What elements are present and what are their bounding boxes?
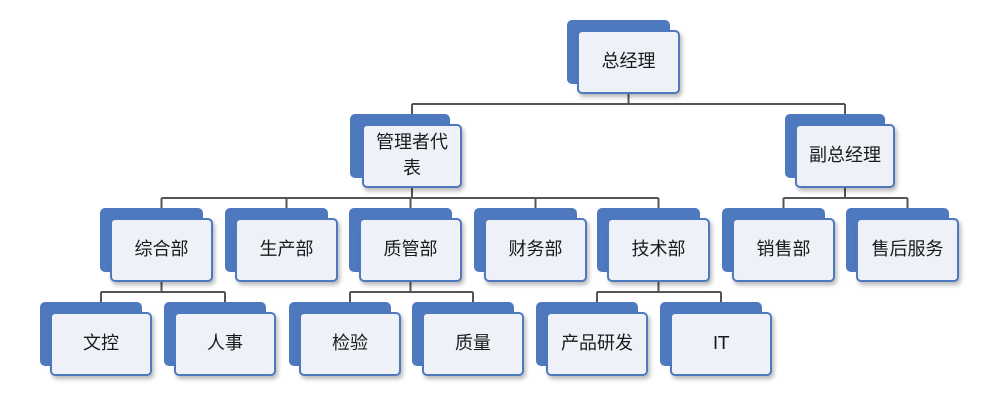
box-label: 人事 bbox=[207, 333, 243, 354]
box-label: 技术部 bbox=[631, 239, 686, 260]
box-face: 销售部 bbox=[732, 218, 835, 282]
box-label: 生产部 bbox=[259, 239, 314, 260]
box-face: 技术部 bbox=[607, 218, 710, 282]
box-label: IT bbox=[712, 333, 730, 354]
box-face: IT bbox=[670, 312, 772, 376]
box-face: 质量 bbox=[422, 312, 524, 376]
box-face: 售后服务 bbox=[856, 218, 959, 282]
box-face: 人事 bbox=[174, 312, 276, 376]
box-label: 管理者代表 bbox=[376, 132, 448, 179]
box-label: 总经理 bbox=[601, 51, 656, 72]
box-label: 综合部 bbox=[134, 239, 189, 260]
box-face: 文控 bbox=[50, 312, 152, 376]
box-face: 生产部 bbox=[235, 218, 338, 282]
box-label: 质量 bbox=[455, 333, 491, 354]
box-label: 质管部 bbox=[383, 239, 438, 260]
box-face: 管理者代表 bbox=[362, 124, 462, 188]
box-face: 质管部 bbox=[359, 218, 462, 282]
box-label: 销售部 bbox=[756, 239, 811, 260]
box-label: 检验 bbox=[332, 333, 368, 354]
box-face: 财务部 bbox=[484, 218, 587, 282]
box-label: 副总经理 bbox=[809, 145, 881, 166]
box-face: 检验 bbox=[299, 312, 401, 376]
box-face: 总经理 bbox=[577, 30, 680, 94]
box-label: 财务部 bbox=[508, 239, 563, 260]
box-face: 产品研发 bbox=[546, 312, 648, 376]
box-label: 产品研发 bbox=[561, 333, 633, 354]
box-label: 文控 bbox=[83, 333, 119, 354]
box-face: 综合部 bbox=[110, 218, 213, 282]
box-face: 副总经理 bbox=[795, 124, 895, 188]
box-label: 售后服务 bbox=[871, 239, 944, 260]
